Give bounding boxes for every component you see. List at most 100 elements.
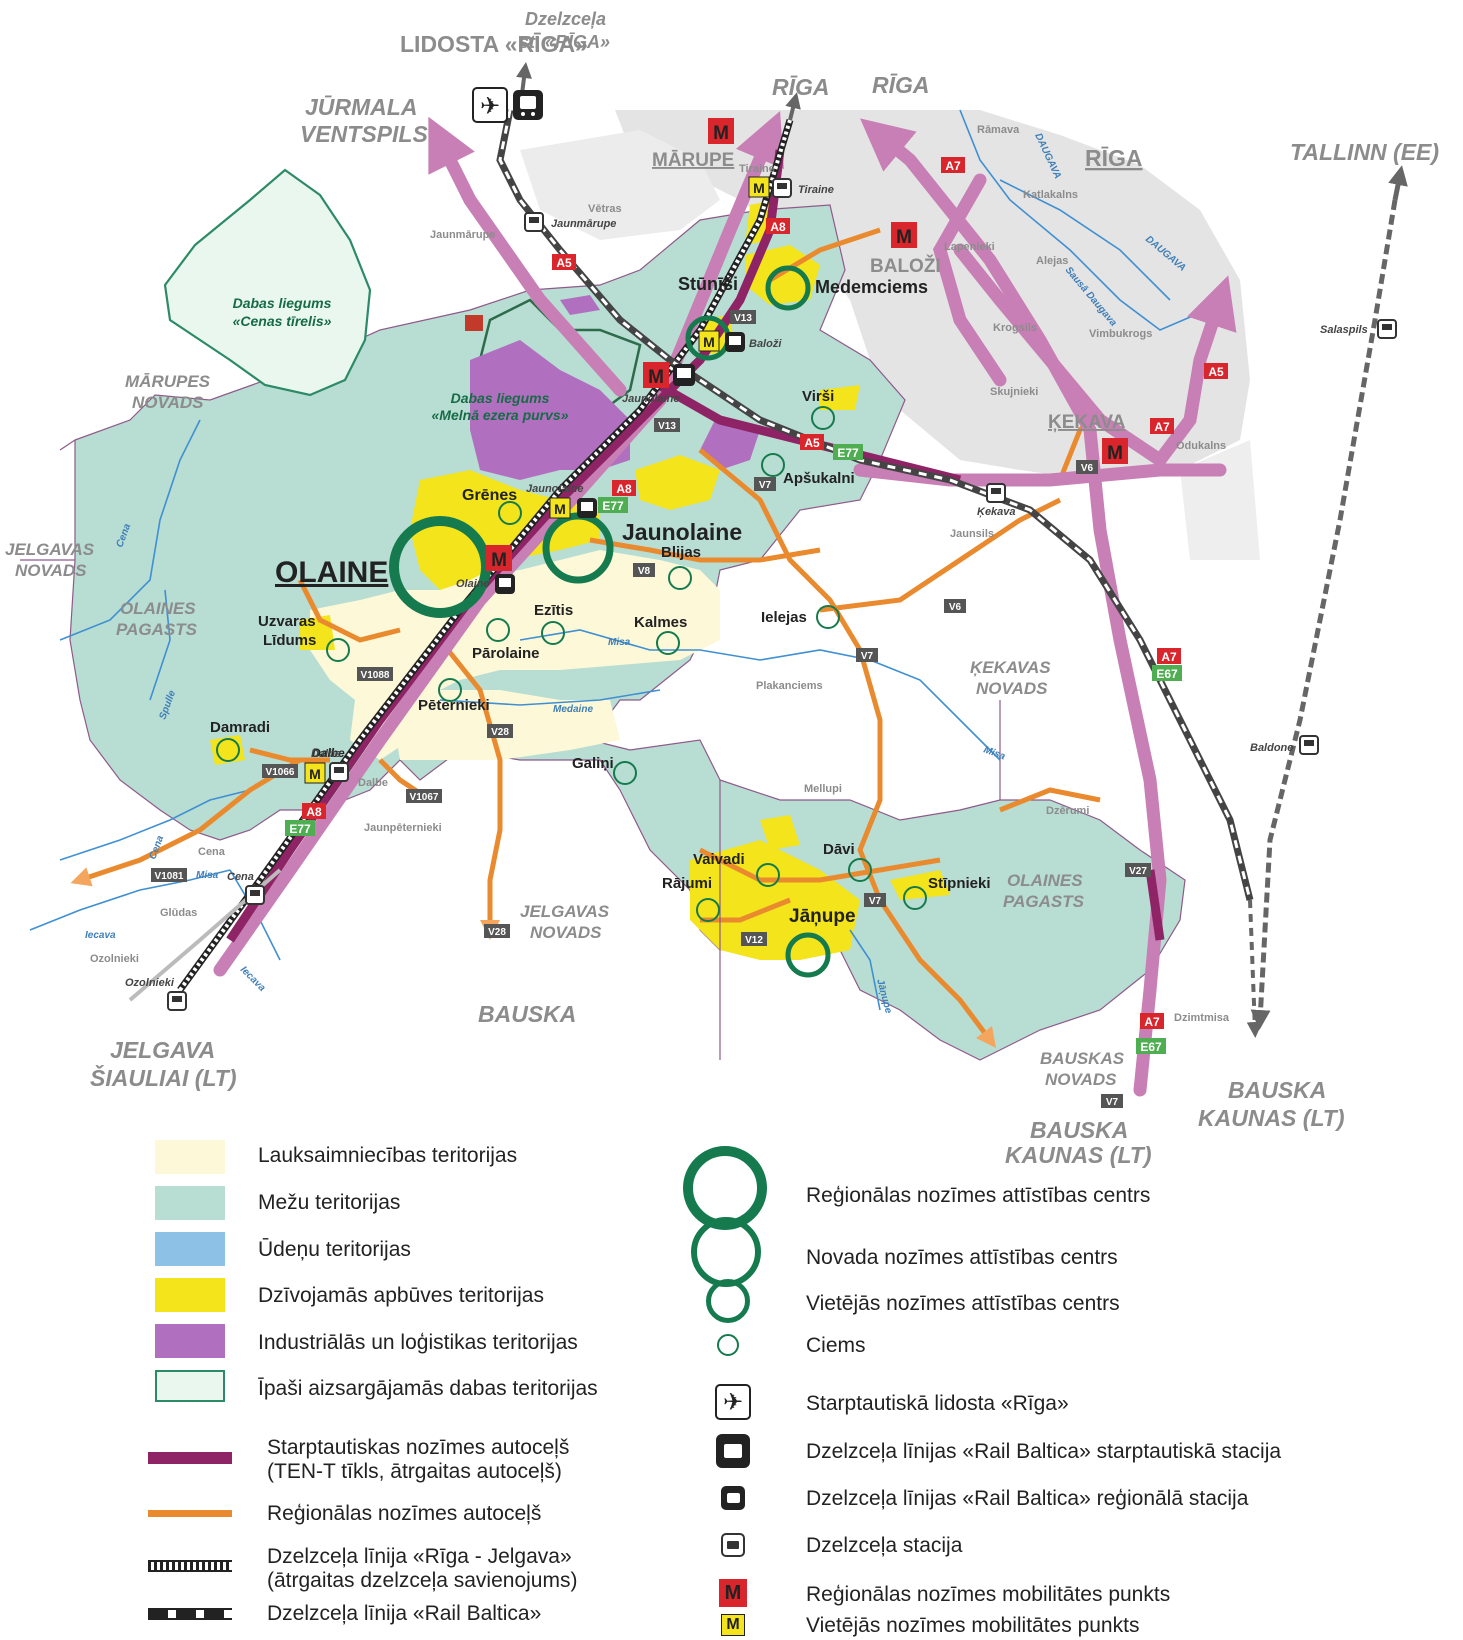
legend-label-airport: Starptautiskā lidosta «Rīga» — [806, 1392, 1069, 1415]
road-shield-v7: V7 — [1101, 1094, 1123, 1108]
svg-text:Alejas: Alejas — [1036, 255, 1068, 267]
svg-text:Jaunmārupe: Jaunmārupe — [551, 218, 616, 230]
center-medemciems — [765, 265, 811, 311]
station-icon-jaunolaine — [673, 364, 695, 386]
swatch-international-highway — [148, 1452, 232, 1464]
road-shield-v13: V13 — [730, 310, 756, 324]
legend-icon-local-center — [705, 1278, 751, 1324]
legend-label-regional-center: Reģionālas nozīmes attīstības centrs — [806, 1184, 1151, 1207]
svg-text:Baloži: Baloži — [749, 338, 782, 350]
svg-text:Uzvaras: Uzvaras — [258, 613, 316, 630]
legend-label-forest: Mežu teritorijas — [258, 1191, 401, 1214]
legend-label-railway-riga-jelgava-sub: (ātrgaitas dzelzceļa savienojums) — [267, 1569, 578, 1592]
svg-text:OLAINES: OLAINES — [1007, 871, 1083, 890]
svg-text:Iecava: Iecava — [85, 930, 116, 941]
airport-icon: ✈ — [715, 1384, 751, 1420]
rivers — [29, 109, 1231, 1011]
svg-text:V1067: V1067 — [410, 792, 439, 803]
regional-station-icon — [721, 1486, 745, 1510]
mobility-regional-kekava: M — [1102, 438, 1128, 464]
destination-labels: LIDOSTA «RĪGA» Dzelzceļa st. «RĪGA» JŪRM… — [90, 9, 1439, 1168]
road-shield-e77: E77 — [285, 820, 315, 836]
road-shield-a8: A8 — [302, 803, 326, 819]
stations: ✈ — [167, 87, 1397, 1011]
svg-text:Pārolaine: Pārolaine — [472, 645, 540, 662]
svg-text:V1081: V1081 — [155, 871, 184, 882]
svg-text:E67: E67 — [1156, 667, 1178, 681]
svg-text:M: M — [753, 180, 765, 196]
svg-text:Vimbukrogs: Vimbukrogs — [1089, 328, 1152, 340]
center-janupe — [785, 932, 831, 978]
svg-text:V28: V28 — [488, 927, 506, 938]
svg-text:A5: A5 — [804, 436, 820, 450]
svg-text:Damradi: Damradi — [210, 719, 270, 736]
svg-text:E77: E77 — [289, 822, 311, 836]
mobility-local-tiraine: M — [748, 176, 770, 198]
mobility-local-dalbe: M — [304, 762, 326, 784]
road-shield-a8: A8 — [766, 218, 790, 234]
legend-label-international-highway-sub: (TEN-T tīkls, ātrgaitas autoceļš) — [267, 1460, 562, 1483]
station-icon-kekava — [986, 483, 1006, 503]
svg-text:A5: A5 — [556, 256, 572, 270]
label-siauliai: ŠIAULIAI (LT) — [90, 1064, 237, 1091]
svg-text:Dabas liegums: Dabas liegums — [451, 390, 550, 406]
svg-text:E77: E77 — [837, 446, 859, 460]
svg-text:Jaunmārupe: Jaunmārupe — [430, 229, 495, 241]
svg-text:Līdums: Līdums — [263, 632, 316, 649]
svg-text:M: M — [713, 123, 729, 144]
svg-text:Misa: Misa — [982, 744, 1007, 762]
svg-text:«Cenas tīrelis»: «Cenas tīrelis» — [233, 313, 332, 329]
svg-text:Olaine: Olaine — [456, 578, 490, 590]
label-bauska-1: BAUSKA — [478, 1001, 576, 1027]
svg-text:PAGASTS: PAGASTS — [116, 620, 198, 639]
station-icon-salaspils — [1377, 319, 1397, 339]
svg-text:M: M — [1107, 443, 1123, 464]
swatch-residential — [155, 1278, 225, 1312]
mobility-regional-jaunolaine: M — [643, 362, 669, 388]
svg-text:Vētras: Vētras — [588, 203, 622, 215]
svg-text:Baldone: Baldone — [1250, 742, 1293, 754]
svg-text:E67: E67 — [1140, 1040, 1162, 1054]
place-labels: OLAINE Jaunolaine Stūnīši Medemciems Grē… — [210, 274, 991, 927]
svg-text:Jaunolaine: Jaunolaine — [622, 393, 679, 405]
label-riga-1: RĪGA — [772, 74, 830, 100]
station-icon-tiraine — [772, 178, 792, 198]
station-icon-baldone — [1299, 735, 1319, 755]
label-jaunolaine: Jaunolaine — [622, 519, 742, 545]
svg-text:Jaunpēternieki: Jaunpēternieki — [364, 822, 442, 834]
svg-text:Ozolnieki: Ozolnieki — [125, 977, 175, 989]
heritage-icon — [465, 315, 483, 331]
svg-text:Rājumi: Rājumi — [662, 875, 712, 892]
svg-text:Glūdas: Glūdas — [160, 907, 197, 919]
svg-text:Ezītis: Ezītis — [534, 602, 573, 619]
label-riga-2: RĪGA — [872, 72, 930, 98]
mobility-local-balozi: M — [698, 330, 720, 352]
svg-text:BAUSKAS: BAUSKAS — [1040, 1049, 1125, 1068]
svg-text:Katlakalns: Katlakalns — [1023, 189, 1078, 201]
station-icon-jaunolaine2 — [577, 498, 597, 518]
svg-text:Iecava: Iecava — [238, 964, 268, 994]
road-shield-v6: V6 — [944, 599, 966, 613]
svg-text:Salaspils: Salaspils — [1320, 324, 1368, 336]
legend-label-regional-road: Reģionālas nozīmes autoceļš — [267, 1502, 542, 1525]
svg-text:A7: A7 — [1161, 650, 1177, 664]
svg-text:Dabas liegums: Dabas liegums — [233, 295, 332, 311]
airport-icon: ✈ — [472, 87, 508, 123]
label-dzelzcela-1: Dzelzceļa — [525, 9, 606, 29]
svg-text:M: M — [309, 766, 321, 782]
road-shield-e77: E77 — [598, 497, 628, 513]
road-shield-v27: V27 — [1125, 863, 1151, 877]
svg-text:Dzimtmisa: Dzimtmisa — [1174, 1012, 1230, 1024]
svg-text:V13: V13 — [734, 313, 752, 324]
svg-text:Misa: Misa — [196, 870, 219, 881]
svg-text:Medemciems: Medemciems — [815, 277, 928, 297]
legend-label-county-center: Novada nozīmes attīstības centrs — [806, 1246, 1118, 1269]
svg-text:BALOŽI: BALOŽI — [870, 255, 941, 277]
svg-text:E77: E77 — [602, 499, 624, 513]
svg-text:M: M — [554, 501, 566, 517]
road-shield-v8: V8 — [633, 563, 655, 577]
label-lidosta: LIDOSTA «RĪGA» — [400, 31, 588, 57]
svg-text:RĪGA: RĪGA — [1085, 145, 1143, 171]
region-labels: MĀRUPE RĪGA BALOŽI ĶEKAVA MĀRUPES NOVADS… — [5, 145, 1143, 1089]
